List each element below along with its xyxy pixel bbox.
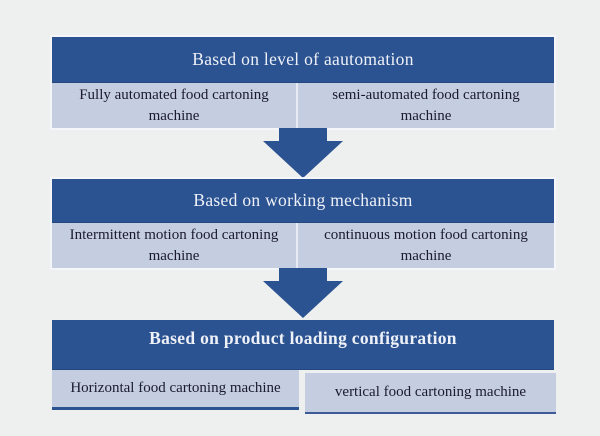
section-header-level-of-automation: Based on level of aautomation bbox=[52, 37, 554, 83]
down-arrow-icon bbox=[263, 128, 343, 178]
connector-zone-1 bbox=[52, 128, 554, 179]
section-header-working-mechanism: Based on working mechanism bbox=[52, 179, 554, 223]
connector-zone-2 bbox=[52, 268, 554, 320]
section-product-loading-configuration: Based on product loading configuration H… bbox=[52, 320, 556, 416]
cell-divider bbox=[296, 83, 298, 128]
item-vertical-machine: vertical food cartoning machine bbox=[305, 373, 556, 414]
section-level-of-automation: Based on level of aautomation Fully auto… bbox=[50, 35, 556, 130]
item-continuous-motion: continuous motion food cartoning machine bbox=[298, 223, 554, 268]
diagram-stack: Based on level of aautomation Fully auto… bbox=[50, 35, 556, 416]
item-fully-automated: Fully automated food cartoning machine bbox=[52, 83, 296, 128]
section-items-level-of-automation: Fully automated food cartoning machine s… bbox=[52, 83, 554, 128]
item-semi-automated: semi-automated food cartoning machine bbox=[298, 83, 554, 128]
down-arrow-icon bbox=[263, 268, 343, 318]
section-items-product-loading-configuration: Horizontal food cartoning machine vertic… bbox=[52, 370, 556, 416]
cell-divider bbox=[296, 223, 298, 268]
section-items-working-mechanism: Intermittent motion food cartoning machi… bbox=[52, 223, 554, 268]
section-header-product-loading-configuration: Based on product loading configuration bbox=[52, 320, 554, 370]
item-intermittent-motion: Intermittent motion food cartoning machi… bbox=[52, 223, 296, 268]
section-working-mechanism: Based on working mechanism Intermittent … bbox=[50, 177, 556, 270]
item-horizontal-machine: Horizontal food cartoning machine bbox=[52, 370, 299, 410]
